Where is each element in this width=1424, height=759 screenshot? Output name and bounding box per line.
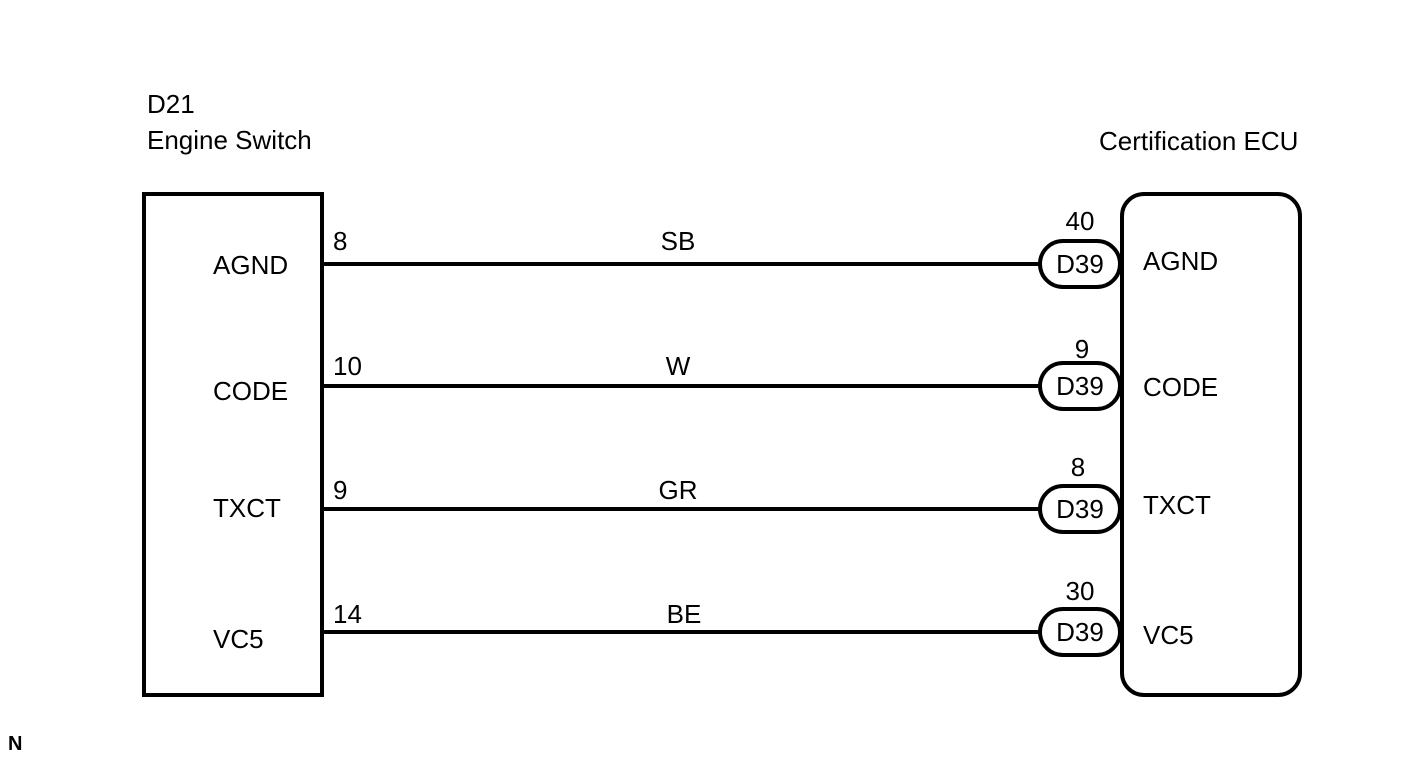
left-component-name: Engine Switch — [147, 125, 312, 155]
left-pin-number: 10 — [333, 351, 362, 381]
connector-badge — [1038, 484, 1122, 534]
right-terminal-label: TXCT — [1143, 490, 1211, 520]
wire-color-label: W — [666, 351, 691, 381]
right-component-name: Certification ECU — [1099, 126, 1298, 156]
wire-row: TXCT 9 GR 8 D39 TXCT — [213, 452, 1211, 534]
left-pin-number: 8 — [333, 226, 347, 256]
wire-row: CODE 10 W 9 D39 CODE — [213, 334, 1218, 411]
left-pin-number: 9 — [333, 475, 347, 505]
certification-ecu-box — [1120, 192, 1302, 697]
left-terminal-label: AGND — [213, 250, 288, 280]
connector-badge — [1038, 239, 1122, 289]
wire-row: VC5 14 BE 30 D39 VC5 — [213, 576, 1194, 657]
left-terminal-label: TXCT — [213, 493, 281, 523]
right-terminal-label: AGND — [1143, 246, 1218, 276]
left-pin-number: 14 — [333, 599, 362, 629]
right-pin-number: 30 — [1066, 576, 1095, 606]
corner-mark: N — [8, 733, 22, 755]
left-component-code: D21 — [147, 89, 195, 119]
connector-label: D39 — [1056, 617, 1104, 647]
connector-badge — [1038, 607, 1122, 657]
connector-label: D39 — [1056, 371, 1104, 401]
engine-switch-box — [142, 192, 324, 697]
right-pin-number: 8 — [1071, 452, 1085, 482]
wire-color-label: SB — [661, 226, 696, 256]
wire-color-label: GR — [659, 475, 698, 505]
connector-label: D39 — [1056, 249, 1104, 279]
right-terminal-label: VC5 — [1143, 620, 1194, 650]
wire-row: AGND 8 SB 40 D39 AGND — [213, 206, 1218, 289]
right-pin-number: 9 — [1075, 334, 1089, 364]
connector-badge — [1038, 361, 1122, 411]
left-terminal-label: CODE — [213, 376, 288, 406]
connector-label: D39 — [1056, 494, 1104, 524]
left-terminal-label: VC5 — [213, 624, 264, 654]
right-terminal-label: CODE — [1143, 372, 1218, 402]
right-pin-number: 40 — [1066, 206, 1095, 236]
wire-color-label: BE — [667, 599, 702, 629]
